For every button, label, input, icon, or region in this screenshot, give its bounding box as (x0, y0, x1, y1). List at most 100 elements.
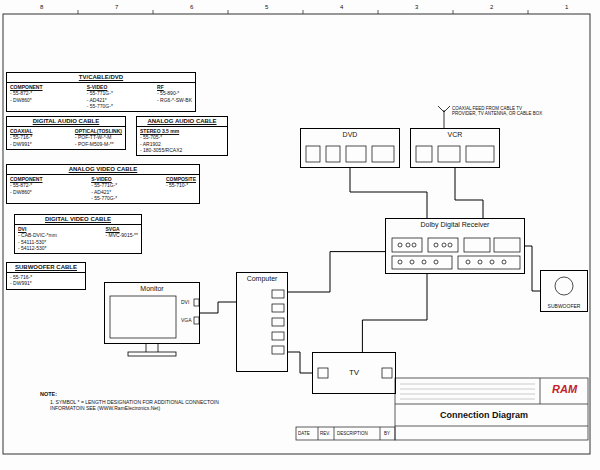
table-columns: STEREO 3.5 mm- 55-705-*- AR1902- 180-305… (140, 128, 224, 153)
device-box: Computer (236, 272, 288, 372)
sheet-label: Connection Diagram (440, 410, 528, 421)
table-heading: DIGITAL AUDIO CABLE (7, 118, 125, 127)
table-column: - 55-716-*- DW991* (10, 274, 32, 287)
column-heading: DVI (18, 226, 57, 232)
cable-wire (200, 302, 236, 313)
part-number: - AR1902 (140, 141, 182, 147)
column-heading: COMPONENT (10, 84, 43, 90)
table-column: COAXIAL- 55-716-*- DW991* (10, 128, 33, 147)
sheet-label: DVI (181, 299, 189, 305)
device-box: Dolby Digital Receiver (385, 218, 525, 274)
part-number: - 55-710-* (166, 182, 196, 188)
table-columns: COMPONENT- 55-872-*- DW860*S-VIDEO- 55-7… (10, 84, 192, 109)
part-number: - DW860* (10, 97, 43, 103)
part-number: - 55-705-* (140, 134, 182, 140)
device-box: VCR (410, 128, 500, 168)
device-box: SUBWOOFER (540, 270, 588, 312)
part-number: - 55-770G-* (91, 195, 117, 201)
sheet-label: RAM (552, 383, 577, 396)
sheet-label: BY (384, 431, 390, 436)
table-heading: SUBWOOFER CABLE (7, 264, 85, 273)
part-number: - RG6-*-SW-BK (157, 97, 192, 103)
table-column: RF- 55-890-*- RG6-*-SW-BK (157, 84, 192, 109)
table-column: STEREO 3.5 mm- 55-705-*- AR1902- 180-305… (140, 128, 182, 153)
cable-wire (525, 246, 540, 291)
device-box: DVD (300, 128, 400, 168)
column-heading: COAXIAL (10, 128, 33, 134)
part-number: - AD421* (91, 189, 117, 195)
table-heading: TV/CABLE/DVD (7, 74, 195, 83)
table-columns: - 55-716-*- DW991* (10, 274, 82, 287)
part-number: - MVC-9015-** (105, 232, 138, 238)
sheet-label: COAXIAL FEED FROM CABLE TV PROVIDER, TV … (452, 106, 544, 117)
column-heading: COMPOSITE (166, 176, 196, 182)
sheet-label: DATE (298, 431, 310, 436)
part-number: - 55-771G-* (87, 90, 113, 96)
table-columns: COMPONENT- 55-872-*- DW860*S-VIDEO- 55-7… (10, 176, 196, 201)
part-number: - 54112-530* (18, 245, 57, 251)
table-column: OPTICAL(TOSLINK)- POF-TT-W-*-M- POF-M509… (75, 128, 122, 147)
sheet-label: 6 (190, 4, 193, 11)
device-label: DVD (342, 131, 359, 139)
sheet-label: DESCRIPTION (337, 431, 368, 436)
sheet-label: 3 (415, 4, 418, 11)
table-column: DVI- CAB-DVIC-*mm- 54111-530*- 54112-530… (18, 226, 57, 251)
sheet-label: 7 (115, 4, 118, 11)
table-heading: ANALOG AUDIO CABLE (137, 118, 227, 127)
table-column: COMPONENT- 55-872-*- DW860* (10, 84, 43, 109)
table-column: COMPONENT- 55-872-*- DW860* (10, 176, 43, 201)
part-number: - POF-TT-W-*-M (75, 134, 122, 140)
cable-wire (288, 252, 385, 292)
device-label: Dolby Digital Receiver (420, 221, 491, 229)
table-column: COMPOSITE- 55-710-* (166, 176, 196, 201)
table-heading: ANALOG VIDEO CABLE (7, 166, 199, 175)
part-number: - DW860* (10, 189, 43, 195)
cable-table: DIGITAL AUDIO CABLECOAXIAL- 55-716-*- DW… (6, 116, 126, 150)
sheet-label: VGA (181, 317, 192, 323)
cable-wire (350, 168, 427, 218)
part-number: - 55-872-* (10, 90, 43, 96)
sheet-label: NOTE: (40, 391, 57, 398)
cable-table: ANALOG AUDIO CABLESTEREO 3.5 mm- 55-705-… (136, 116, 228, 156)
part-number: - DW991* (10, 280, 32, 286)
sheet-label: 1 (565, 4, 568, 11)
column-heading: SVGA (105, 226, 138, 232)
device-label: Monitor (139, 285, 164, 293)
column-heading: OPTICAL(TOSLINK) (75, 128, 122, 134)
column-heading: S-VIDEO (87, 84, 113, 90)
device-label: TV (348, 369, 360, 378)
part-number: - 55-770G-* (87, 103, 113, 109)
cable-table: ANALOG VIDEO CABLECOMPONENT- 55-872-*- D… (6, 164, 200, 204)
part-number: - AD421* (87, 97, 113, 103)
part-number: - 54111-530* (18, 239, 57, 245)
cable-wire (362, 274, 427, 352)
cable-table: DIGITAL VIDEO CABLEDVI- CAB-DVIC-*mm- 54… (14, 214, 142, 254)
device-label: SUBWOOFER (547, 304, 582, 310)
device-label: Computer (246, 275, 279, 283)
sheet-label: 8 (40, 4, 43, 11)
cable-wire (288, 352, 312, 373)
part-number: - 55-872-* (10, 182, 43, 188)
part-number: - 55-890-* (157, 90, 192, 96)
table-columns: COAXIAL- 55-716-*- DW991* OPTICAL(TOSLINK… (10, 128, 122, 147)
part-number: - 180-3055/RCAX2 (140, 147, 182, 153)
table-column: SVGA- MVC-9015-** (105, 226, 138, 251)
column-heading: STEREO 3.5 mm (140, 128, 182, 134)
column-heading: S-VIDEO (91, 176, 117, 182)
device-box: TV (312, 352, 396, 394)
cable-table: TV/CABLE/DVDCOMPONENT- 55-872-*- DW860* S… (6, 72, 196, 112)
part-number: - 55-716-* (10, 274, 32, 280)
part-number: - 55-716-* (10, 134, 33, 140)
table-column: S-VIDEO- 55-771G-*- AD421*- 55-770G-* (91, 176, 117, 201)
cable-table: SUBWOOFER CABLE- 55-716-*- DW991* (6, 262, 86, 290)
column-heading: COMPONENT (10, 176, 43, 182)
sheet-label: 5 (265, 4, 268, 11)
table-columns: DVI- CAB-DVIC-*mm- 54111-530*- 54112-530… (18, 226, 138, 251)
table-column: S-VIDEO- 55-771G-*- AD421*- 55-770G-* (87, 84, 113, 109)
sheet-label: 1. SYMBOL * = LENGTH DESIGNATION FOR ADD… (50, 399, 250, 411)
part-number: - POF-M509-M-** (75, 141, 122, 147)
sheet-label: 2 (490, 4, 493, 11)
table-heading: DIGITAL VIDEO CABLE (15, 216, 141, 225)
device-box: Monitor (104, 282, 200, 344)
